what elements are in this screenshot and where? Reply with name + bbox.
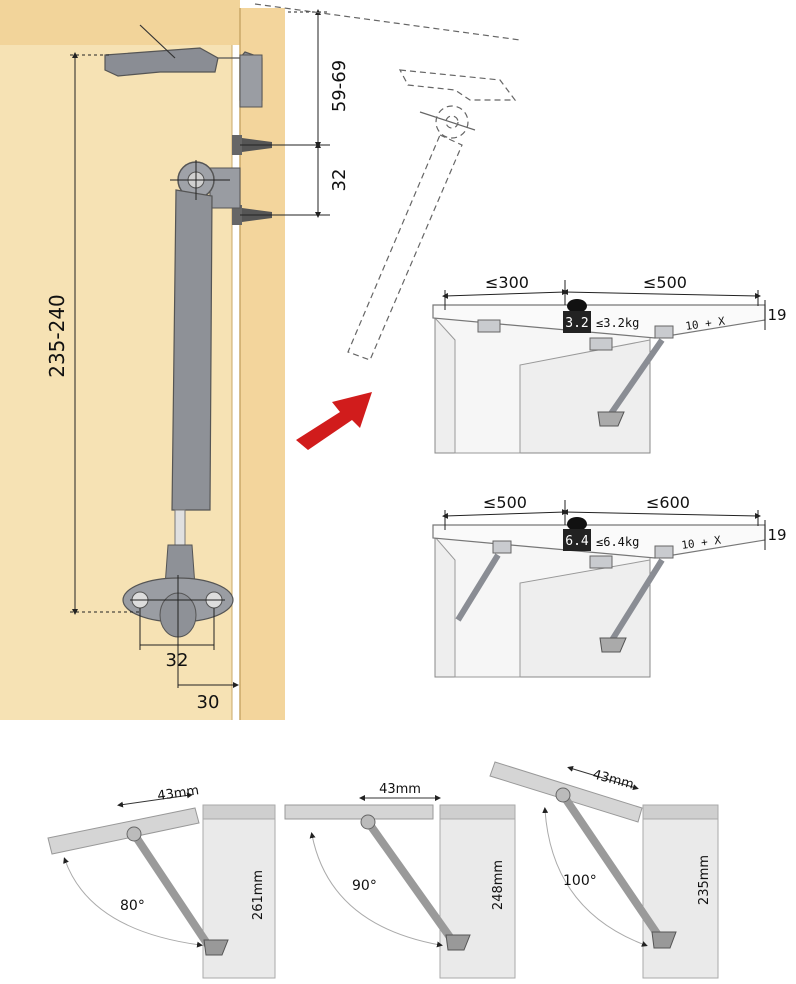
dim-base-spacing: 32 xyxy=(166,650,189,671)
angle-diagram-80 xyxy=(47,792,276,979)
angle-diagram-100 xyxy=(489,761,719,979)
dim-total-length: 235-240 xyxy=(45,294,69,378)
angle-90-length: 248mm xyxy=(491,860,506,910)
small-dim-right: ≤500 xyxy=(643,273,687,292)
small-dim-left: ≤300 xyxy=(485,273,529,292)
large-dim-right: ≤600 xyxy=(646,493,690,512)
angle-90-label: 90° xyxy=(352,878,377,894)
ghost-open-strut xyxy=(254,3,521,361)
red-arrow-icon xyxy=(296,392,372,450)
dim-bottom-lines xyxy=(139,608,239,688)
weight-icon xyxy=(563,529,591,551)
angle-100-spacing: 43mm xyxy=(591,767,635,792)
small-offset-label: 10 + X xyxy=(685,315,727,333)
cabinet-large-diagram: ≤500 ≤600 19 6.4 ≤6.4kg 10 + X xyxy=(432,493,787,678)
dim-upper-offset: 59-69 xyxy=(329,60,350,112)
angle-80-length: 261mm xyxy=(251,870,266,920)
large-weight-badge: 6.4 xyxy=(565,534,589,549)
lid-mount-bracket xyxy=(104,24,263,108)
cabinet-top-panel xyxy=(0,0,240,45)
angle-80-label: 80° xyxy=(120,898,145,914)
dim-upper-lines xyxy=(240,9,330,218)
dim-screw-spacing: 32 xyxy=(329,169,350,192)
angle-90-spacing: 43mm xyxy=(379,782,421,797)
large-offset-label: 10 + X xyxy=(681,534,723,552)
small-dim-thickness: 19 xyxy=(767,306,786,324)
dim-base-offset: 30 xyxy=(197,692,220,713)
angle-100-label: 100° xyxy=(563,873,597,889)
large-dim-thickness: 19 xyxy=(767,526,786,544)
small-weight-badge: 3.2 xyxy=(565,316,588,331)
centerline-group xyxy=(130,160,230,630)
angle-diagram-90 xyxy=(284,795,516,979)
cabinet-side-panel xyxy=(240,8,285,720)
large-dim-left: ≤500 xyxy=(483,493,527,512)
cabinet-small-diagram: ≤300 ≤500 19 3.2 ≤3.2kg 10 + X xyxy=(432,273,787,454)
small-weight-label: ≤3.2kg xyxy=(596,316,639,330)
dim-total-length-line xyxy=(70,52,140,615)
angle-80-spacing: 43mm xyxy=(156,783,200,804)
large-weight-label: ≤6.4kg xyxy=(596,535,639,549)
angle-100-length: 235mm xyxy=(697,855,712,905)
weight-icon xyxy=(563,311,591,333)
